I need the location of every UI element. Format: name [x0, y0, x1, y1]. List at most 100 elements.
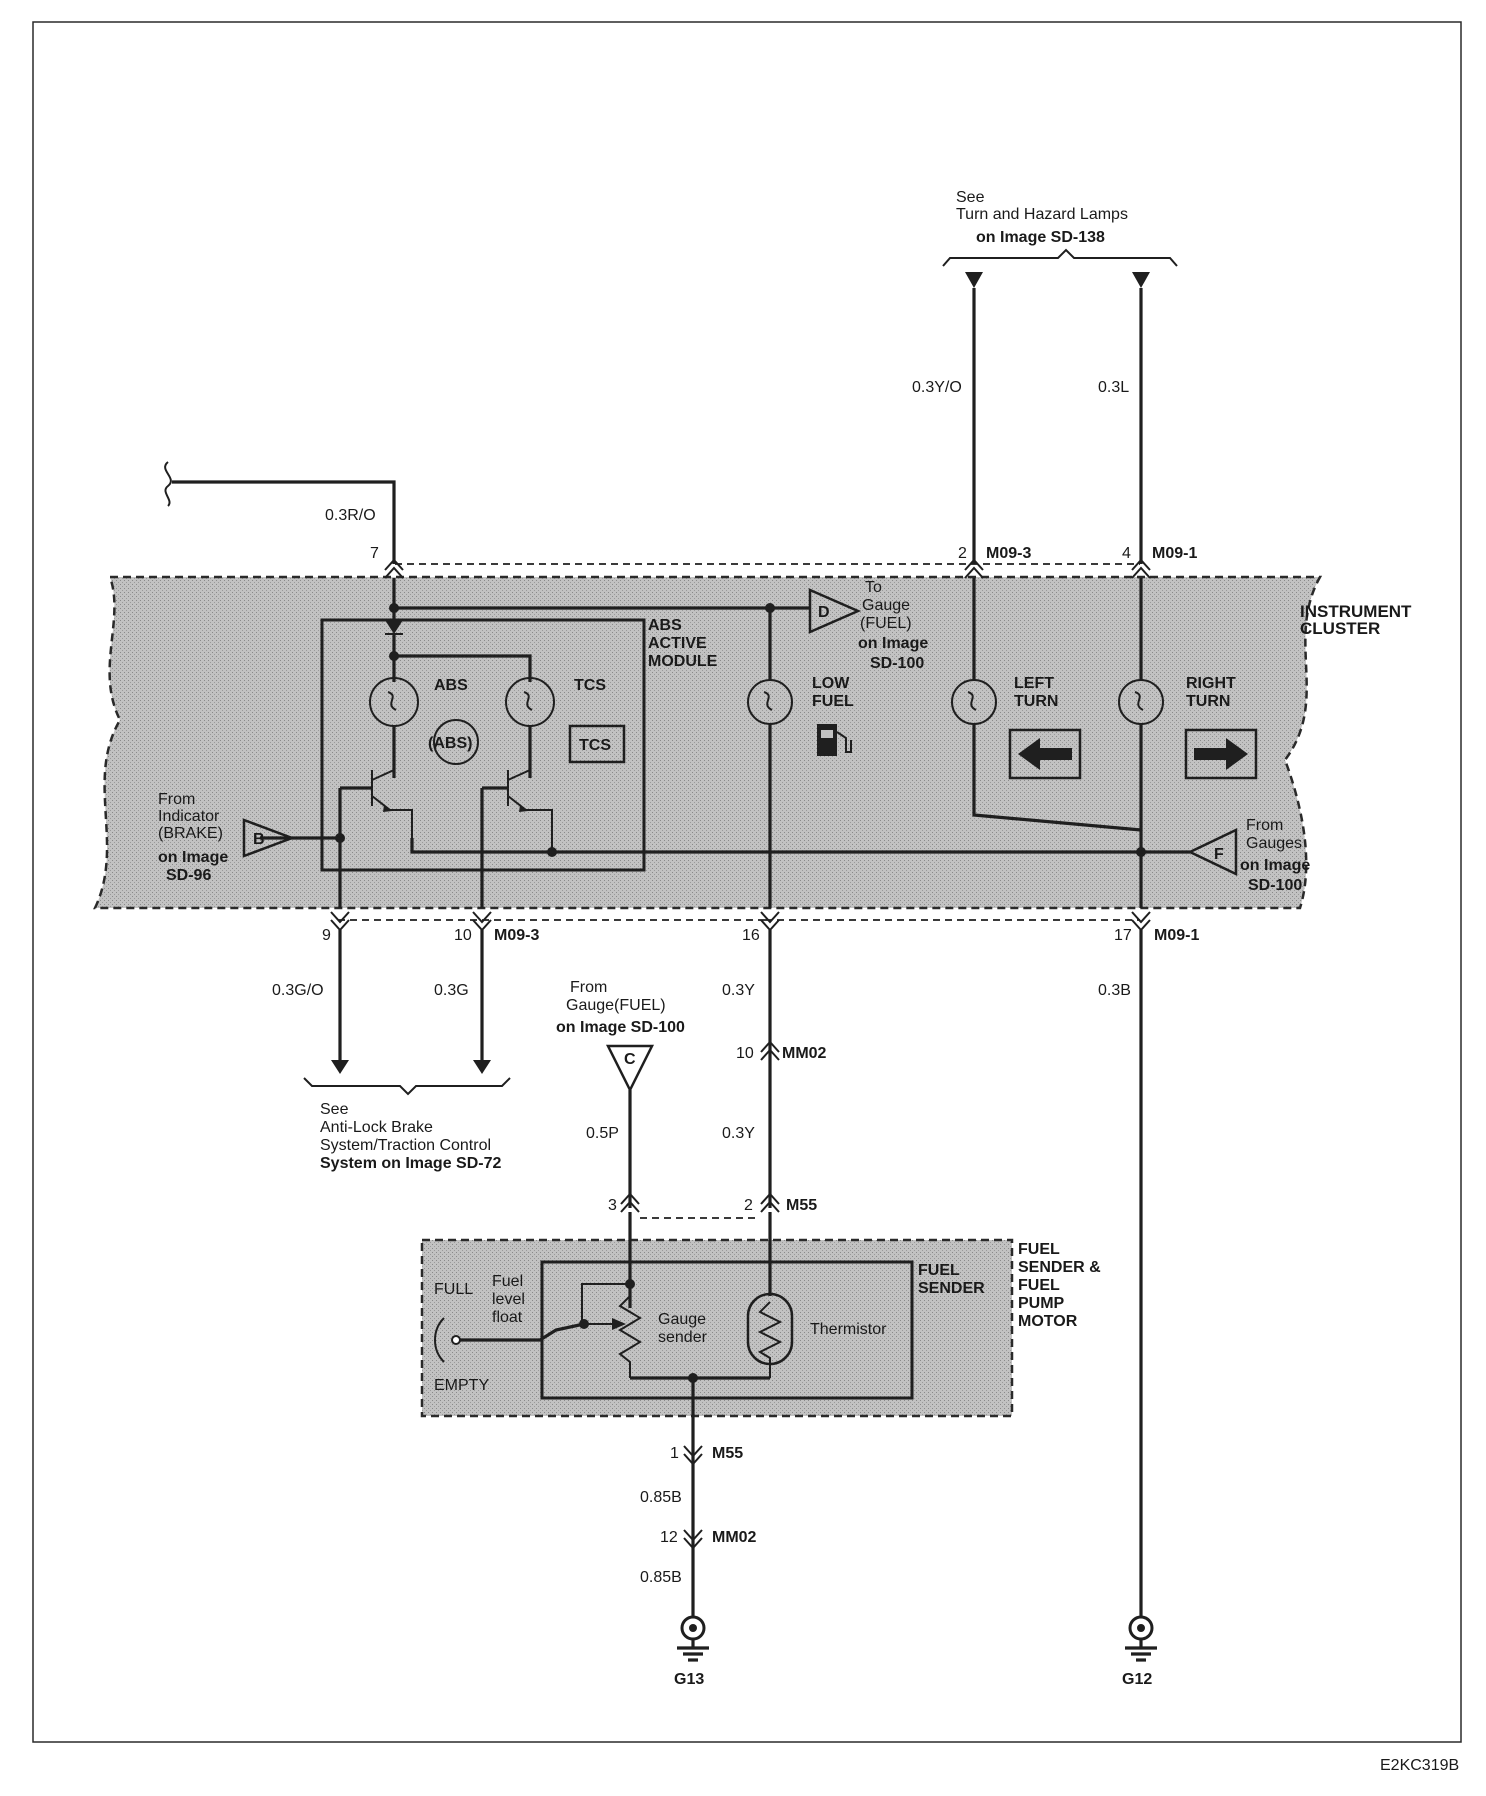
ref-from-indicator-b: [242, 818, 296, 858]
conn-mm02-lower: MM02: [712, 1529, 757, 1546]
ref-abs-tcs-2: Anti-Lock Brake: [320, 1119, 433, 1136]
pin-10: 10: [454, 927, 472, 944]
from-indicator-5: SD-96: [166, 867, 211, 884]
ground-g12-label: G12: [1122, 1671, 1152, 1688]
brace-abs-tcs: [303, 1077, 511, 1096]
wire-label-0.3g: 0.3G: [434, 982, 469, 999]
pin-17: 17: [1114, 927, 1132, 944]
to-gauge-2: Gauge: [862, 597, 910, 614]
ref-abs-tcs-3: System/Traction Control: [320, 1137, 491, 1154]
low-fuel-label-2: FUEL: [812, 693, 854, 710]
left-arrow-icon: [1008, 728, 1082, 780]
wire-label-0.3l: 0.3L: [1098, 379, 1129, 396]
fuel-unit-title-1: FUEL: [1018, 1241, 1060, 1258]
float-label-1: Fuel: [492, 1273, 523, 1290]
wire-label-0.3y-lower: 0.3Y: [722, 1125, 755, 1142]
gauge-sender-label-1: Gauge: [658, 1311, 706, 1328]
pin-2-top: 2: [958, 545, 967, 562]
conn-mm02-upper: MM02: [782, 1045, 827, 1062]
instrument-cluster-band: [93, 575, 1323, 910]
wire-label-0.3yo: 0.3Y/O: [912, 379, 962, 396]
to-gauge-3: (FUEL): [860, 615, 912, 632]
left-turn-label-2: TURN: [1014, 693, 1058, 710]
conn-m55-upper: M55: [786, 1197, 817, 1214]
pin-m55-2: 2: [744, 1197, 753, 1214]
page-frame: [32, 21, 1462, 1743]
to-gauge-5: SD-100: [870, 655, 924, 672]
conn-m55-lower: M55: [712, 1445, 743, 1462]
cluster-title-2: CLUSTER: [1300, 619, 1380, 638]
pin-m55-1: 1: [670, 1445, 679, 1462]
right-turn-label-1: RIGHT: [1186, 675, 1236, 692]
abs-module-label-3: MODULE: [648, 653, 718, 670]
pin-mm02-12: 12: [660, 1529, 678, 1546]
ref-abs-tcs-4: System on Image SD-72: [320, 1155, 502, 1172]
right-arrow-icon: [1184, 728, 1258, 780]
abs-symbol-icon: [433, 719, 479, 765]
ref-from-gauges-f: [1187, 828, 1238, 876]
from-fuel-gauge-1: From: [570, 979, 607, 996]
ref-b-letter: B: [253, 831, 265, 848]
from-indicator-2: Indicator: [158, 808, 220, 825]
float-label-2: level: [492, 1291, 525, 1308]
from-indicator-1: From: [158, 791, 195, 808]
fuel-unit-title-4: PUMP: [1018, 1295, 1065, 1312]
ref-d-letter: D: [818, 604, 830, 621]
left-turn-label-1: LEFT: [1014, 675, 1054, 692]
fuel-sender-label-2: SENDER: [918, 1280, 985, 1297]
from-fuel-gauge-2: Gauge(FUEL): [566, 997, 666, 1014]
left-turn-lamp: [951, 679, 997, 725]
from-indicator-3: (BRAKE): [158, 825, 223, 842]
ground-g13-label: G13: [674, 1671, 704, 1688]
fuel-unit-title-2: SENDER &: [1018, 1259, 1101, 1276]
tcs-symbol-icon: [568, 724, 626, 764]
conn-m091-top: M09-1: [1152, 545, 1197, 562]
ref-abs-tcs-1: See: [320, 1101, 349, 1118]
wire-label-0.85b-upper: 0.85B: [640, 1489, 682, 1506]
wire-break-symbol: [164, 461, 172, 507]
from-gauges-4: SD-100: [1248, 877, 1302, 894]
gauge-sender-label-2: sender: [658, 1329, 708, 1346]
full-label: FULL: [434, 1281, 473, 1298]
wire-label-0.3ro: 0.3R/O: [325, 507, 376, 524]
fuel-float-arm: [456, 1322, 585, 1342]
to-gauge-1: To: [865, 579, 882, 596]
conn-m093-bottom: M09-3: [494, 927, 539, 944]
thermistor-label: Thermistor: [810, 1321, 887, 1338]
tcs-symbol-text: TCS: [579, 737, 611, 754]
right-turn-label-2: TURN: [1186, 693, 1230, 710]
fuel-unit-title-5: MOTOR: [1018, 1313, 1078, 1330]
wire-label-0.3y-upper: 0.3Y: [722, 982, 755, 999]
from-gauges-1: From: [1246, 817, 1283, 834]
from-fuel-gauge-3: on Image SD-100: [556, 1019, 685, 1036]
wire-label-0.85b-lower: 0.85B: [640, 1569, 682, 1586]
tcs-lamp-label: TCS: [574, 677, 606, 694]
pin-4-top: 4: [1122, 545, 1131, 562]
fuel-pump-icon: [817, 724, 852, 756]
wire-label-0.5p: 0.5P: [586, 1125, 619, 1142]
fuel-sender-label-1: FUEL: [918, 1262, 960, 1279]
low-fuel-label-1: LOW: [812, 675, 850, 692]
from-gauges-2: Gauges: [1246, 835, 1302, 852]
ref-turn-hazard-3: on Image SD-138: [976, 229, 1105, 246]
abs-module-label-2: ACTIVE: [648, 635, 707, 652]
conn-m091-bottom: M09-1: [1154, 927, 1199, 944]
conn-m093-top: M09-3: [986, 545, 1031, 562]
pin-16: 16: [742, 927, 760, 944]
float-swing-arrow: [434, 1317, 445, 1363]
to-gauge-4: on Image: [858, 635, 928, 652]
ground-g13-icon: [677, 1615, 709, 1662]
ground-g12-icon: [1125, 1615, 1157, 1662]
wire-label-0.3b: 0.3B: [1098, 982, 1131, 999]
float-label-3: float: [492, 1309, 523, 1326]
fuel-sender-pump-band: [420, 1238, 1014, 1418]
ref-to-gauge-d: [808, 588, 862, 634]
pin-9: 9: [322, 927, 331, 944]
low-fuel-lamp: [747, 679, 793, 725]
from-indicator-4: on Image: [158, 849, 228, 866]
brace-turn-hazard: [942, 248, 1178, 267]
abs-module-label-1: ABS: [648, 617, 682, 634]
wire-label-0.3go: 0.3G/O: [272, 982, 324, 999]
fuel-unit-title-3: FUEL: [1018, 1277, 1060, 1294]
fuel-float-pivot: [451, 1335, 461, 1345]
